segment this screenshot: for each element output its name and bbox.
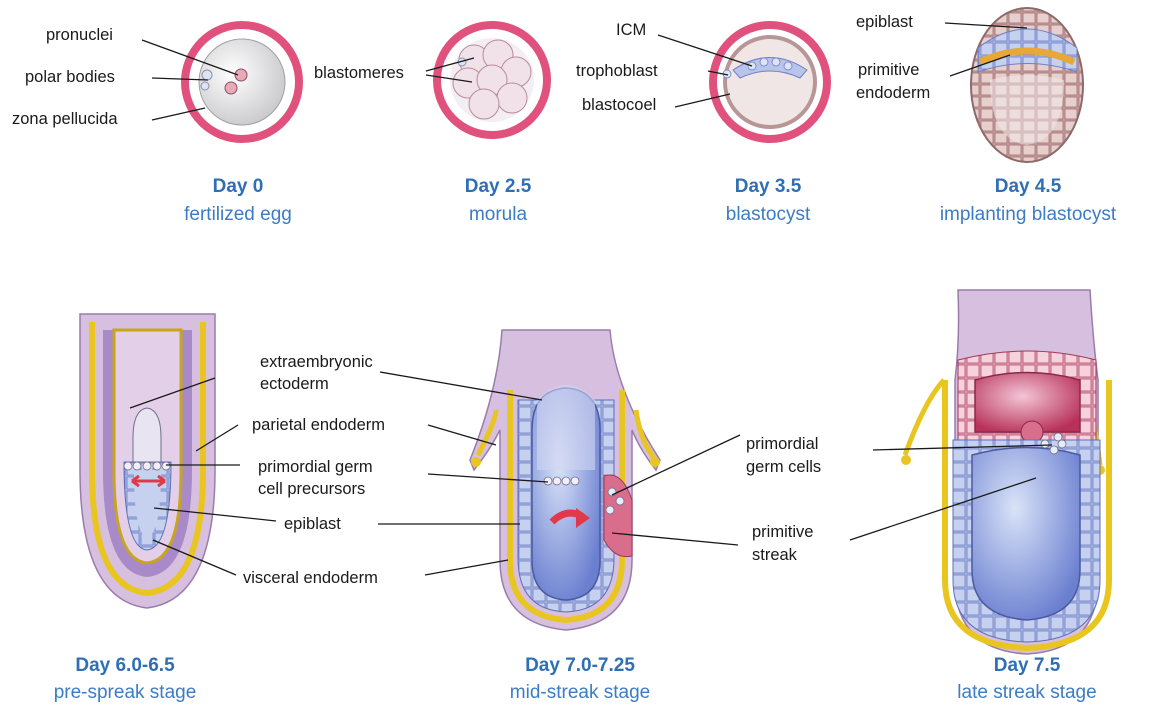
label-epiblast-day45: epiblast — [856, 13, 913, 31]
stage-name-3: implanting blastocyst — [940, 204, 1117, 225]
label-icm: ICM — [616, 21, 646, 39]
pre-streak-embryo-illustration — [80, 314, 215, 608]
label-polar-bodies: polar bodies — [25, 68, 115, 86]
label-extraembryonic-line2: ectoderm — [260, 375, 329, 393]
label-zona-pellucida: zona pellucida — [12, 110, 118, 128]
label-visceral-endoderm: visceral endoderm — [243, 569, 378, 587]
stage-day-4: Day 6.0-6.5 — [75, 655, 175, 676]
implanting-blastocyst-illustration — [971, 8, 1083, 162]
stage-name-6: late streak stage — [957, 682, 1096, 703]
label-primordial-germ-cells-line1: primordial — [746, 435, 818, 453]
mid-streak-embryo-illustration — [470, 330, 660, 630]
label-blastocoel: blastocoel — [582, 96, 656, 114]
label-epiblast: epiblast — [284, 515, 341, 533]
late-streak-embryo-illustration — [901, 290, 1109, 654]
label-primordial-germ-cells-line2: germ cells — [746, 458, 821, 476]
label-pronuclei: pronuclei — [46, 26, 113, 44]
stage-day-1: Day 2.5 — [465, 176, 532, 197]
label-primitive-streak-line1: primitive — [752, 523, 813, 541]
stage-name-5: mid-streak stage — [510, 682, 650, 703]
stage-name-1: morula — [469, 204, 528, 225]
label-primitive-streak-line2: streak — [752, 546, 798, 564]
label-pgc-precursors-line1: primordial germ — [258, 458, 373, 476]
stage-day-5: Day 7.0-7.25 — [525, 655, 635, 676]
label-blastomeres: blastomeres — [314, 64, 404, 82]
label-primitive-endoderm-line1: primitive — [858, 61, 919, 79]
stage-name-4: pre-spreak stage — [54, 682, 197, 703]
stage-name-0: fertilized egg — [184, 204, 292, 225]
stage-day-3: Day 4.5 — [995, 176, 1062, 197]
blastocyst-illustration — [713, 25, 827, 139]
label-primitive-endoderm-line2: endoderm — [856, 84, 930, 102]
fertilized-egg-illustration — [185, 25, 299, 139]
label-pgc-precursors-line2: cell precursors — [258, 480, 365, 498]
label-parietal-endoderm: parietal endoderm — [252, 416, 385, 434]
label-trophoblast: trophoblast — [576, 62, 658, 80]
stage-day-6: Day 7.5 — [994, 655, 1061, 676]
stage-day-0: Day 0 — [213, 176, 264, 197]
stage-day-2: Day 3.5 — [735, 176, 802, 197]
stage-name-2: blastocyst — [726, 204, 811, 225]
morula-illustration — [437, 25, 547, 135]
label-extraembryonic-line1: extraembryonic — [260, 353, 373, 371]
